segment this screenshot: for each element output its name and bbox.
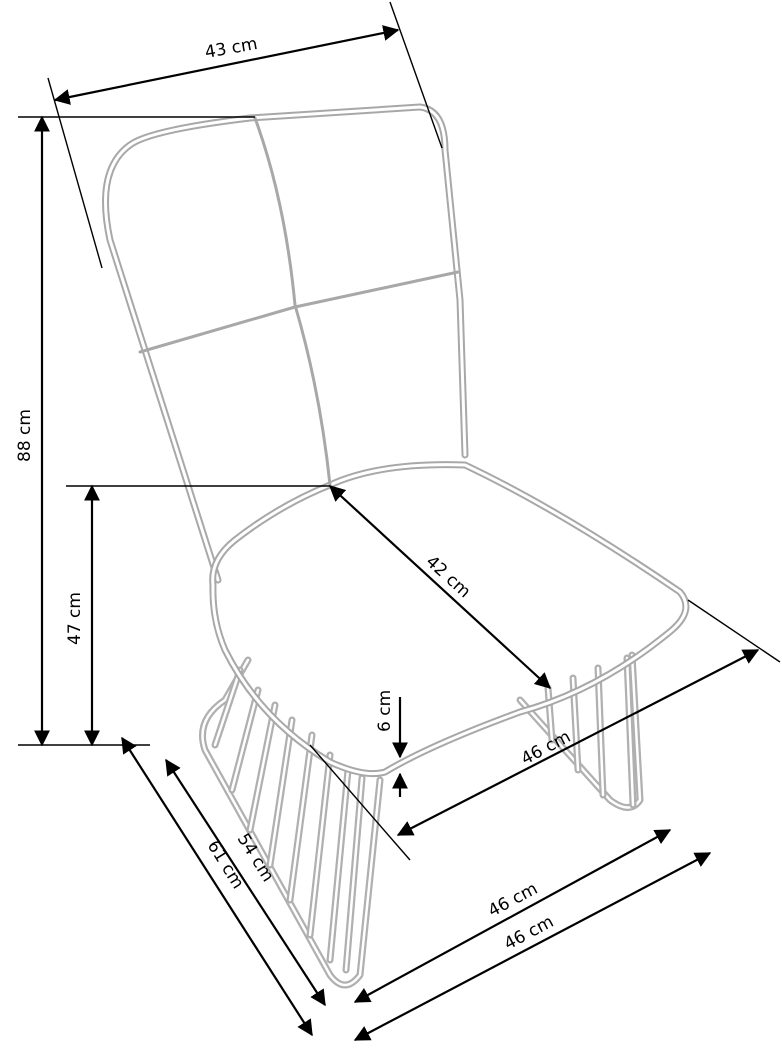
dimension-total-height: 88 cm	[15, 115, 255, 747]
dimension-seat-depth: 42 cm	[329, 485, 551, 689]
dimension-seat-height: 47 cm	[65, 484, 330, 747]
label-backrest-width: 43 cm	[203, 34, 259, 63]
label-seat-thickness: 6 cm	[375, 690, 395, 732]
label-seat-height: 47 cm	[65, 592, 85, 645]
chair-body	[102, 103, 690, 778]
label-total-height: 88 cm	[15, 409, 35, 462]
dimension-base-width-upper: 46 cm	[353, 829, 672, 1003]
chair-base-frame	[199, 651, 644, 989]
